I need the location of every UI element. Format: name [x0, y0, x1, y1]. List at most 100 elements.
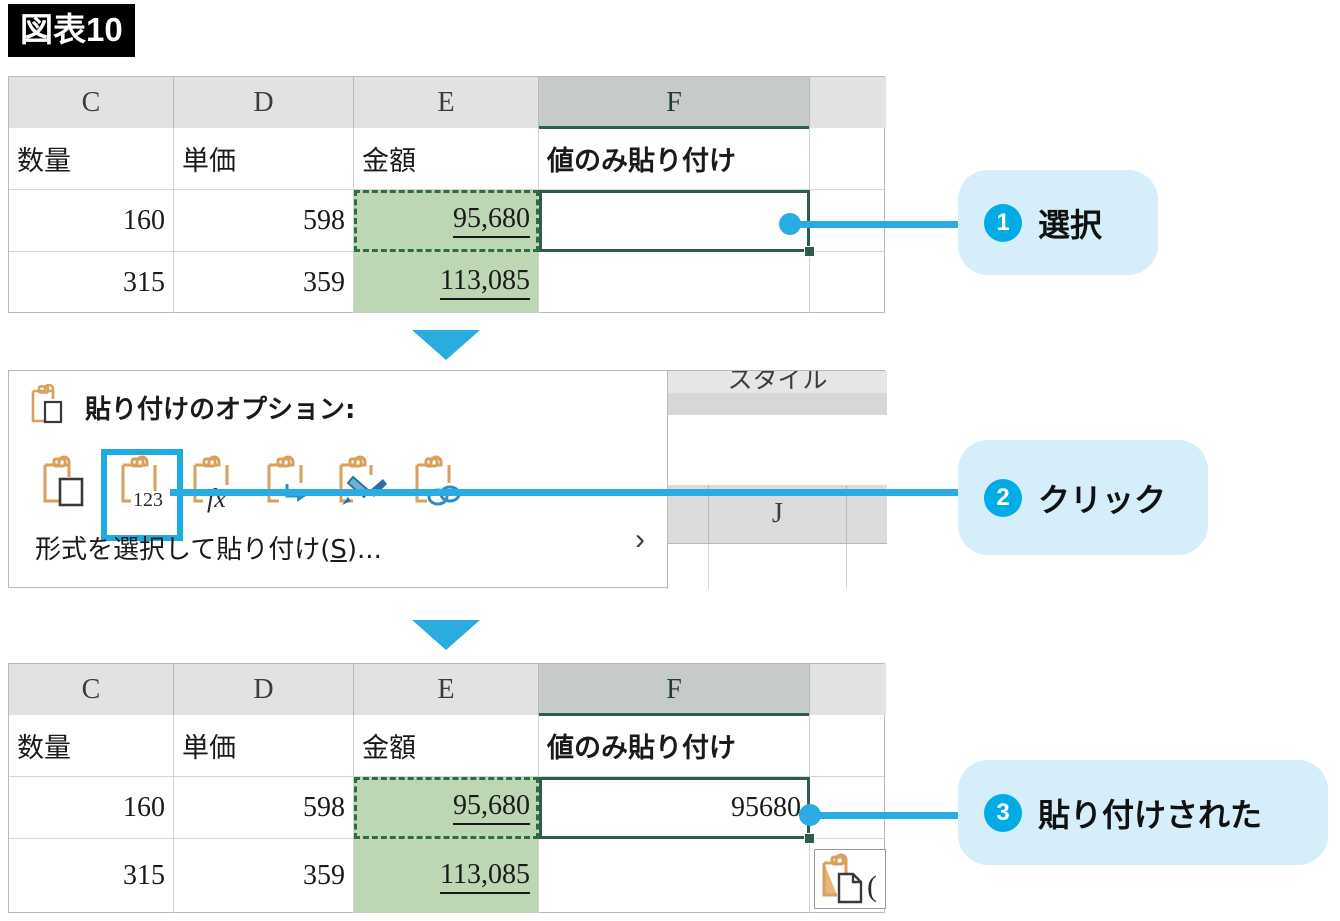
column-header-d-label: D — [253, 86, 274, 118]
paste-options-button-icon: ( — [822, 853, 877, 904]
cell-d4-2-text: 598 — [303, 791, 345, 823]
cell-d3-2[interactable]: 単価 — [174, 715, 354, 777]
paste-options-title: 貼り付けのオプション: — [85, 395, 356, 425]
callout-3-label: 貼り付けされた — [1038, 795, 1263, 834]
cell-d4-2[interactable]: 598 — [174, 777, 354, 839]
paste-all-icon[interactable] — [35, 453, 97, 515]
ribbon-group-label: スタイル — [727, 371, 828, 393]
column-header-f-2[interactable]: F — [539, 664, 810, 716]
cell-g4[interactable] — [810, 190, 886, 252]
ribbon-fragment: スタイル J — [667, 371, 887, 589]
column-header-g-2[interactable] — [810, 664, 886, 715]
callout-connector-dot-3 — [799, 804, 821, 826]
callout-connector-3 — [808, 812, 1012, 819]
figure-badge: 図表10 — [8, 4, 135, 57]
flow-arrow-2-icon — [412, 620, 480, 650]
callout-1-number: 1 — [984, 203, 1022, 242]
column-header-e-2[interactable]: E — [354, 664, 539, 715]
column-header-c[interactable]: C — [9, 77, 174, 128]
cell-e4[interactable]: 95,680 — [354, 190, 539, 252]
spreadsheet-bottom[interactable]: C D E F 数量 単価 金額 値のみ貼り付け 160 598 95,680 … — [8, 663, 886, 913]
cell-d5-text: 359 — [303, 266, 345, 298]
cell-g5[interactable] — [810, 252, 886, 313]
column-header-e-label: E — [437, 86, 455, 118]
spreadsheet-top[interactable]: C D E F 数量 単価 金額 値のみ貼り付け 160 598 95,680 … — [8, 76, 886, 313]
paste-formulas-icon[interactable]: fx — [183, 453, 245, 515]
svg-text:(: ( — [867, 870, 877, 903]
cell-d4[interactable]: 598 — [174, 190, 354, 252]
cell-g3[interactable] — [810, 128, 886, 190]
column-header-c-2[interactable]: C — [9, 664, 174, 715]
flow-arrow-1-icon — [412, 330, 480, 360]
cell-f3-2[interactable]: 値のみ貼り付け — [539, 715, 810, 777]
paste-special-menu-item[interactable]: 形式を選択して貼り付け(S)... — [35, 529, 382, 566]
callout-1: 1 選択 — [958, 170, 1158, 275]
cell-c4[interactable]: 160 — [9, 190, 174, 252]
cell-f3-text: 値のみ貼り付け — [547, 146, 736, 177]
callout-1-label: 選択 — [1038, 205, 1103, 244]
cell-f5-2[interactable] — [539, 839, 810, 913]
cell-c4-2-text: 160 — [123, 791, 165, 823]
column-header-c-2-label: C — [81, 673, 101, 705]
cell-g3-2[interactable] — [810, 715, 886, 777]
callout-2-label: クリック — [1038, 480, 1167, 519]
clipboard-icon — [27, 384, 67, 428]
paste-options-button[interactable]: ( — [814, 849, 886, 909]
cell-g4-2[interactable] — [810, 777, 886, 839]
column-header-c-label: C — [81, 86, 101, 118]
cell-d3[interactable]: 単価 — [174, 128, 354, 190]
cell-e5-2[interactable]: 113,085 — [354, 839, 539, 913]
cell-f4[interactable] — [539, 190, 810, 252]
column-header-d-2[interactable]: D — [174, 664, 354, 715]
cell-f3-2-text: 値のみ貼り付け — [547, 733, 736, 764]
cell-d5-2[interactable]: 359 — [174, 839, 354, 913]
paste-special-label-pre: 形式を選択して貼り付け( — [35, 535, 331, 565]
column-header-g[interactable] — [810, 77, 886, 128]
ribbon-column-header-j[interactable]: J — [772, 498, 783, 529]
fill-handle-2[interactable] — [804, 833, 815, 844]
callout-connector-dot-1 — [779, 213, 801, 235]
column-header-d-2-label: D — [253, 673, 274, 705]
paste-transpose-icon[interactable] — [257, 453, 319, 515]
fill-handle[interactable] — [804, 246, 815, 257]
cell-f3[interactable]: 値のみ貼り付け — [539, 128, 810, 190]
paste-link-icon[interactable] — [405, 453, 467, 515]
cell-e4-text: 95,680 — [453, 203, 530, 238]
cell-e3-2[interactable]: 金額 — [354, 715, 539, 777]
cell-d5[interactable]: 359 — [174, 252, 354, 313]
paste-formatting-icon[interactable] — [331, 453, 393, 515]
column-header-e[interactable]: E — [354, 77, 539, 128]
paste-options-icon-row[interactable]: 123 fx — [35, 453, 467, 515]
column-header-f-label: F — [666, 86, 682, 118]
cell-c3-2[interactable]: 数量 — [9, 715, 174, 777]
cell-c5-2[interactable]: 315 — [9, 839, 174, 913]
cell-c4-text: 160 — [123, 204, 165, 236]
callout-connector-2 — [170, 489, 990, 496]
cell-c3-2-text: 数量 — [17, 733, 71, 764]
cell-e3-text: 金額 — [362, 146, 416, 177]
cell-f5[interactable] — [539, 252, 810, 313]
cell-d5-2-text: 359 — [303, 860, 345, 891]
cell-f4-2[interactable]: 95680 — [539, 777, 810, 839]
cell-c3[interactable]: 数量 — [9, 128, 174, 190]
cell-c5[interactable]: 315 — [9, 252, 174, 313]
chevron-right-icon[interactable]: › — [635, 523, 645, 556]
column-header-e-2-label: E — [437, 673, 455, 705]
cell-d3-2-text: 単価 — [182, 733, 236, 764]
cell-e5[interactable]: 113,085 — [354, 252, 539, 313]
cell-c4-2[interactable]: 160 — [9, 777, 174, 839]
cell-e5-2-text: 113,085 — [440, 859, 530, 894]
callout-3-number: 3 — [984, 793, 1022, 832]
cell-e4-2[interactable]: 95,680 — [354, 777, 539, 839]
column-header-f[interactable]: F — [539, 77, 810, 129]
callout-2-number: 2 — [984, 478, 1022, 517]
cell-e3[interactable]: 金額 — [354, 128, 539, 190]
callout-connector-1 — [790, 221, 1012, 228]
paste-options-panel[interactable]: 貼り付けのオプション: 123 — [8, 370, 887, 589]
cell-e3-2-text: 金額 — [362, 733, 416, 764]
cell-f4-2-text: 95680 — [731, 791, 801, 823]
column-header-d[interactable]: D — [174, 77, 354, 128]
cell-c5-2-text: 315 — [123, 860, 165, 891]
paste-values-icon[interactable]: 123 — [109, 453, 171, 515]
paste-special-accelerator: S — [330, 535, 347, 565]
